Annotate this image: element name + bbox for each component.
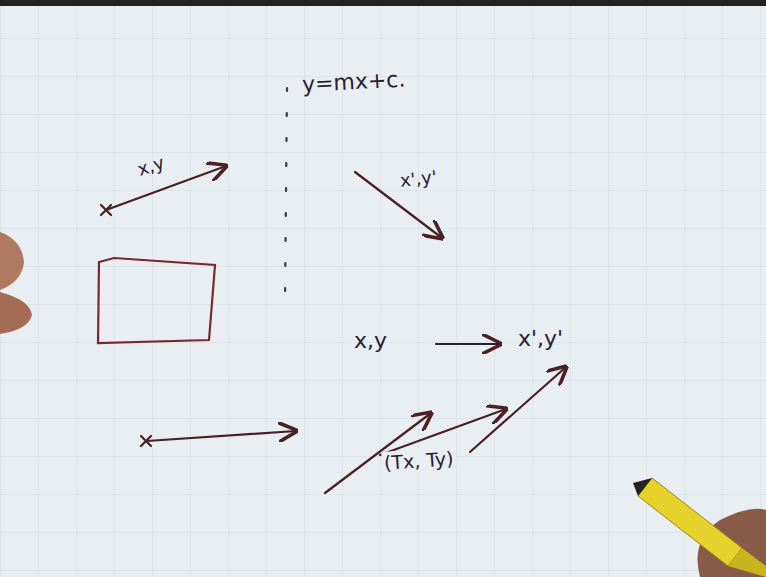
dashed-axis: [285, 88, 287, 300]
finger: [0, 292, 32, 334]
start-cross: [141, 436, 151, 446]
mapping-arrow: [436, 343, 500, 345]
start-cross: [101, 205, 111, 215]
finger: [0, 232, 24, 290]
handwritten-label: x',y': [397, 166, 440, 191]
label-holder: x',y': [516, 326, 565, 351]
marker-tip: [633, 478, 652, 496]
marker-pen: [638, 478, 742, 566]
rectangle-shape: [98, 258, 215, 343]
marker-pen: [728, 548, 766, 577]
line-segment: [147, 431, 296, 441]
top-edge: [0, 0, 766, 6]
handwritten-label: x,y: [352, 328, 389, 353]
label-holder: x',y': [397, 166, 440, 191]
line-segment: [106, 166, 226, 210]
label-holder: x,y: [352, 328, 389, 353]
handwritten-label: x',y': [516, 326, 565, 351]
line-segment: [470, 367, 566, 452]
